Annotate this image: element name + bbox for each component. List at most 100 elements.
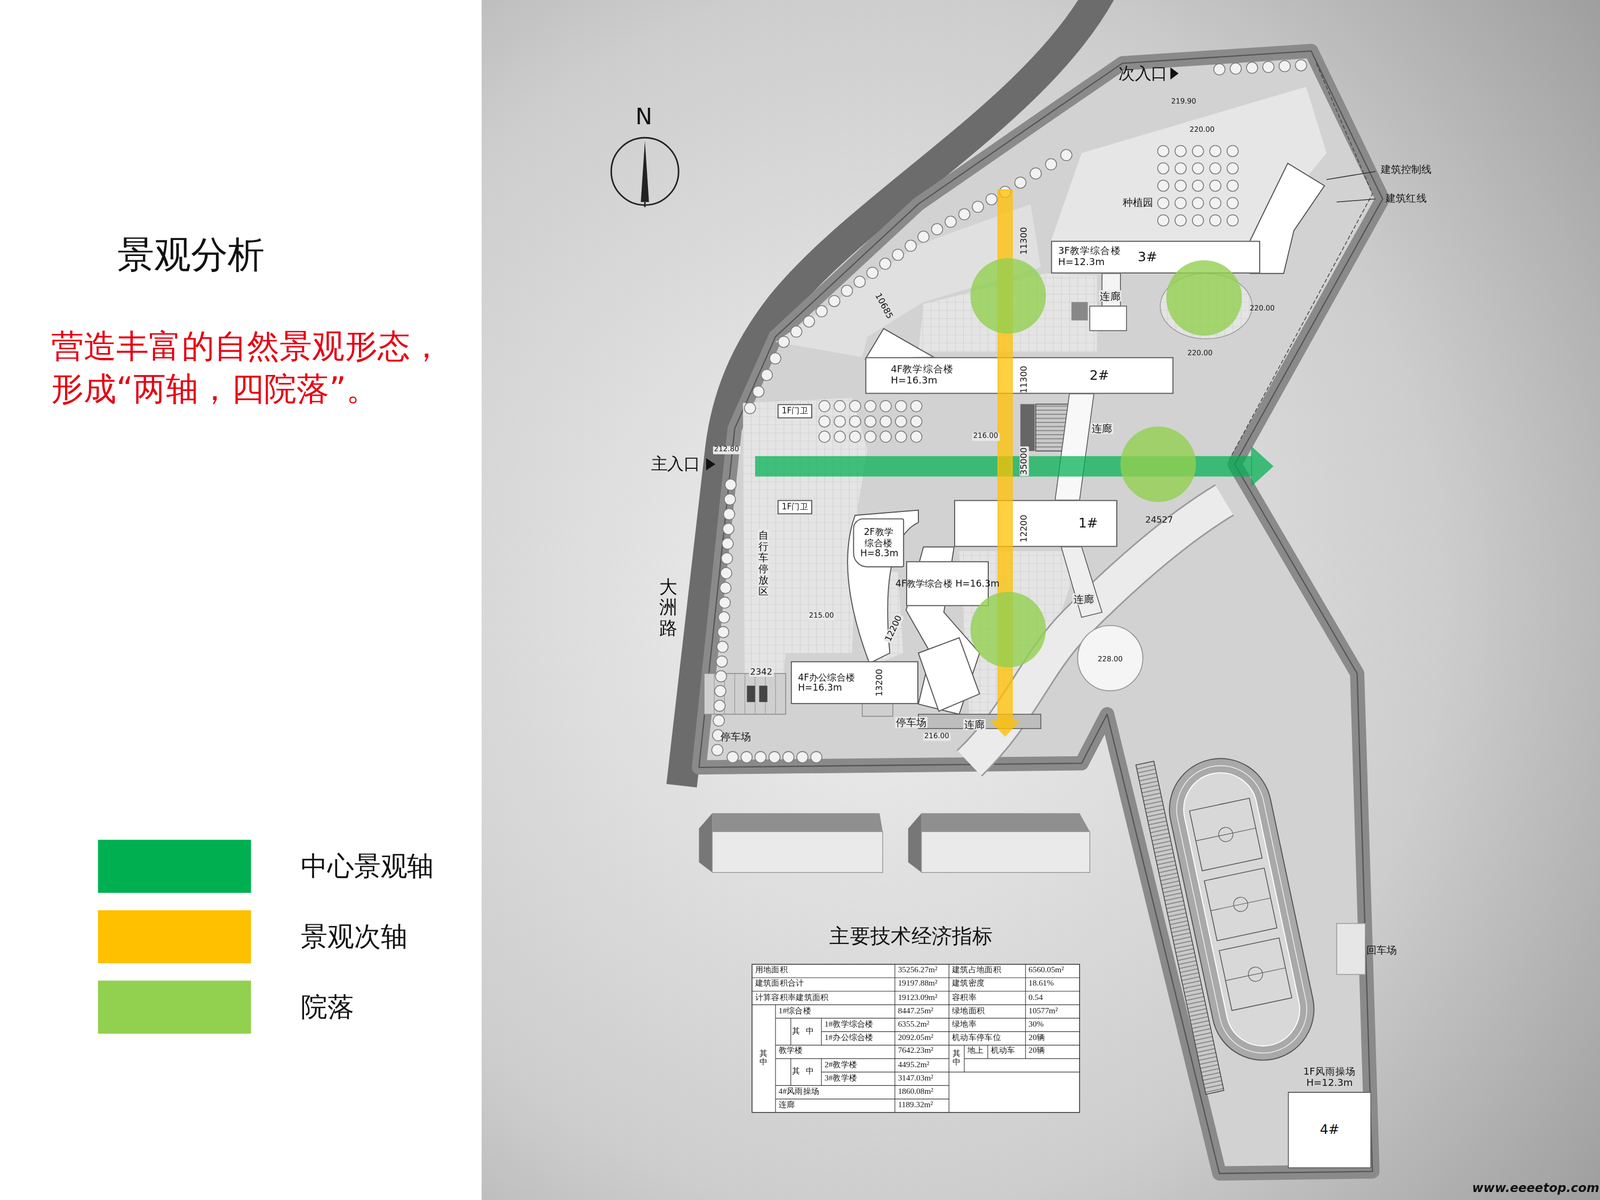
tree-symbol xyxy=(796,751,808,763)
table-cell: 0.54 xyxy=(1028,993,1044,1003)
tree-symbol xyxy=(880,430,892,443)
tree-symbol xyxy=(1157,214,1170,227)
tree-symbol xyxy=(720,582,732,594)
tree-symbol xyxy=(1174,162,1187,174)
legend-swatch xyxy=(98,840,252,893)
path-shape xyxy=(752,977,1080,1099)
polygon-shape xyxy=(865,328,934,359)
line-shape xyxy=(1336,198,1376,203)
polygon-shape xyxy=(918,637,980,712)
tree-symbol xyxy=(723,508,735,520)
g-shape xyxy=(1136,739,1328,1095)
tree-symbol xyxy=(1157,197,1170,209)
rect-shape xyxy=(1336,923,1366,975)
tree-symbol xyxy=(715,670,727,683)
tree-symbol xyxy=(1174,145,1187,157)
tree-symbol xyxy=(718,596,731,608)
tree-symbol xyxy=(849,430,861,443)
tree-symbol xyxy=(1227,197,1239,209)
tree-symbol xyxy=(810,751,822,763)
polygon-shape xyxy=(712,813,883,832)
table-cell-box: 地上 xyxy=(964,1045,988,1059)
polygon-shape xyxy=(1250,163,1325,274)
table-cell-box: 3147.03m² xyxy=(894,1072,949,1086)
table-cell: 容积率 xyxy=(952,993,977,1003)
table-cell: 其中 xyxy=(952,1049,961,1068)
map-label: 主入口 xyxy=(651,455,701,474)
elevation-label: 212.80 xyxy=(713,445,741,454)
elevation-label: 215.00 xyxy=(808,612,836,621)
tree-symbol xyxy=(1295,59,1307,71)
building-label: 1F风雨操场 H=12.3m xyxy=(1288,1066,1372,1089)
tree-symbol xyxy=(1209,180,1221,192)
polygon-shape xyxy=(641,140,650,203)
table-cell-box: 建筑面积合计 xyxy=(752,977,895,991)
tree-symbol xyxy=(769,353,781,365)
table-cell-box: 教学楼 xyxy=(775,1045,895,1059)
circle-shape xyxy=(1246,965,1264,983)
table-cell-box: 连廊 xyxy=(775,1099,895,1113)
table-cell-box: 计算容积率建筑面积 xyxy=(752,991,895,1005)
tree-symbol xyxy=(1157,145,1170,157)
map-label: 次入口 xyxy=(1118,64,1168,83)
elevation-label: 219.90 xyxy=(1171,98,1197,107)
legend-text: 院落 xyxy=(300,992,354,1022)
tree-symbol xyxy=(1213,64,1226,76)
table-title: 主要技术经济指标 xyxy=(829,924,993,947)
table-cell: 2092.05m² xyxy=(898,1033,934,1043)
tree-symbol xyxy=(895,416,907,428)
table-cell-box: 20辆 xyxy=(1025,1031,1080,1045)
table-cell: 6560.05m² xyxy=(1028,966,1064,976)
building-number: 2# xyxy=(1089,368,1110,384)
tree-symbol xyxy=(1174,180,1187,192)
legend-swatch xyxy=(98,980,252,1034)
tree-symbol xyxy=(1060,149,1072,161)
tree-symbol xyxy=(718,611,730,623)
elevation-label: 220.00 xyxy=(1189,126,1215,135)
table-cell: 3147.03m² xyxy=(898,1074,934,1084)
courtyard-circle xyxy=(970,592,1047,668)
tree-symbol xyxy=(724,493,736,506)
tree-symbol xyxy=(895,400,907,412)
table-cell-box: 绿地面积 xyxy=(948,1004,1026,1019)
table-cell: 计算容积率建筑面积 xyxy=(755,993,829,1003)
table-cell-box: 19123.09m² xyxy=(894,991,949,1005)
tree-symbol xyxy=(1227,162,1239,174)
table-cell-box: 机动车 xyxy=(987,1045,1026,1059)
map-label: 建筑红线 xyxy=(1385,192,1427,204)
tree-symbol xyxy=(712,744,724,756)
elevation-label: 216.00 xyxy=(972,433,1000,442)
table-cell-box: 1#综合楼 xyxy=(775,1004,895,1019)
table-cell-box: 建筑密度 xyxy=(948,977,1026,991)
tree-symbol xyxy=(716,656,728,668)
table-cell: 绿地面积 xyxy=(952,1006,985,1016)
teaching-building: 1# xyxy=(954,500,1118,548)
tree-symbol xyxy=(910,400,923,412)
tree-symbol xyxy=(910,430,923,443)
table-cell: 1#教学综合楼 xyxy=(824,1020,874,1030)
table-cell: 绿地率 xyxy=(952,1020,977,1030)
tree-symbol xyxy=(1192,214,1204,227)
path-shape xyxy=(775,964,1026,1113)
tree-symbol xyxy=(1209,145,1221,157)
map-label: 连廊 xyxy=(1099,290,1122,302)
rect-shape xyxy=(862,701,893,717)
map-label: 连廊 xyxy=(1090,422,1114,435)
tree-symbol xyxy=(880,416,892,428)
tree-symbol xyxy=(753,386,765,398)
line-shape xyxy=(1326,171,1376,180)
tree-symbol xyxy=(905,240,917,252)
dimension-label: 11300 xyxy=(1019,365,1030,394)
polygon-shape xyxy=(921,813,1091,832)
table-cell-box: 18.61% xyxy=(1025,977,1080,991)
tree-symbol xyxy=(778,336,790,348)
table-cell-box: 35256.27m² xyxy=(894,964,949,978)
rect-shape xyxy=(752,964,1080,1113)
table-cell: 4495.2m² xyxy=(898,1060,930,1070)
table-cell: 20辆 xyxy=(1028,1033,1046,1043)
building-number: 4# xyxy=(1288,1091,1372,1169)
tree-symbol xyxy=(864,430,876,443)
tree-symbol xyxy=(1174,197,1187,209)
tree-symbol xyxy=(713,714,725,726)
courtyard-circle xyxy=(970,258,1047,334)
